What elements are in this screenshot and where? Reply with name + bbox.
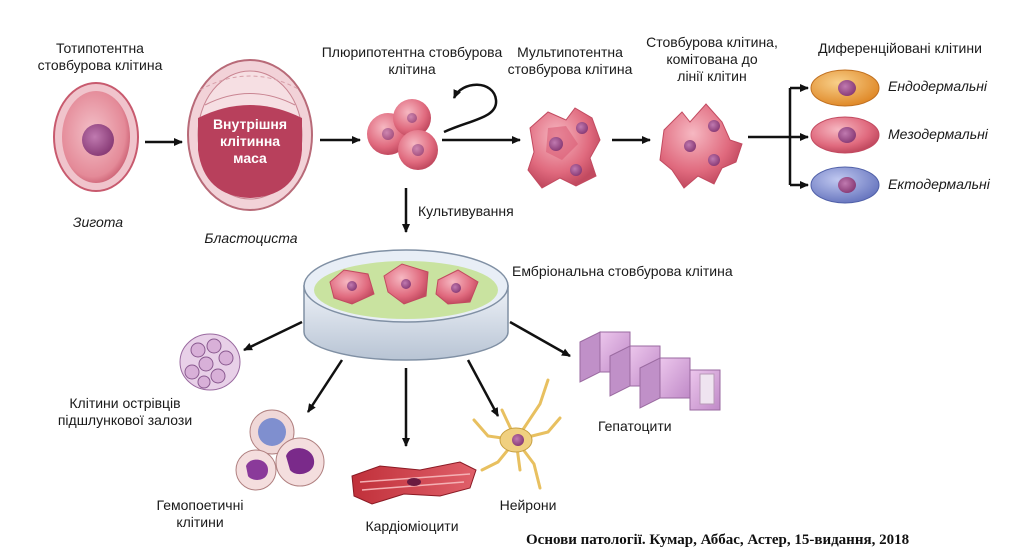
committed-cells xyxy=(659,103,743,189)
citation: Основи патології. Кумар, Аббас, Астер, 1… xyxy=(526,532,910,548)
culturing-label: Культивування xyxy=(418,203,514,219)
embryonic-label: Ембріональна стовбурова клітина xyxy=(512,263,733,279)
zygote-cell xyxy=(53,82,139,192)
blastocyst-label: Бластоциста xyxy=(204,230,298,246)
multipotent-label: Мультипотентна стовбурова клітина xyxy=(507,44,633,77)
inner-mass-label: Внутрішня клітинна маса xyxy=(212,116,288,166)
islet-cells xyxy=(179,333,241,391)
pluripotent-cells xyxy=(367,99,438,170)
hepatocytes xyxy=(579,331,721,411)
cardiomyocytes-label: Кардіоміоцити xyxy=(365,518,459,534)
mesodermal-cell xyxy=(810,116,880,154)
flow-arrows xyxy=(145,83,809,233)
hematopoietic-cells xyxy=(235,409,325,491)
hematopoietic-label: Гемопоетичні клітини xyxy=(156,497,244,530)
neurons-label: Нейрони xyxy=(499,497,557,513)
cardiomyocytes xyxy=(351,461,477,505)
differentiated-label: Диференційовані клітини xyxy=(818,40,982,56)
pluripotent-label: Плюрипотентна стовбурова клітина xyxy=(321,44,503,77)
committed-label: Стовбурова клітина, комітована до лінії … xyxy=(646,34,778,84)
mesodermal-label: Мезодермальні xyxy=(888,126,988,142)
zygote-label: Зигота xyxy=(72,214,124,230)
endodermal-label: Ендодермальні xyxy=(888,78,988,94)
totipotent-label: Тотипотентна стовбурова клітина xyxy=(37,40,163,73)
neuron xyxy=(472,378,562,490)
multipotent-cells xyxy=(527,107,601,189)
hepatocytes-label: Гепатоцити xyxy=(598,418,672,434)
petri-dish xyxy=(303,249,509,361)
endodermal-cell xyxy=(810,69,880,107)
derivation-arrows xyxy=(243,320,571,447)
blastocyst xyxy=(187,59,313,211)
ectodermal-label: Ектодермальні xyxy=(888,176,990,192)
ectodermal-cell xyxy=(810,166,880,204)
islets-label: Клітини острівців підшлункової залози xyxy=(57,395,193,428)
